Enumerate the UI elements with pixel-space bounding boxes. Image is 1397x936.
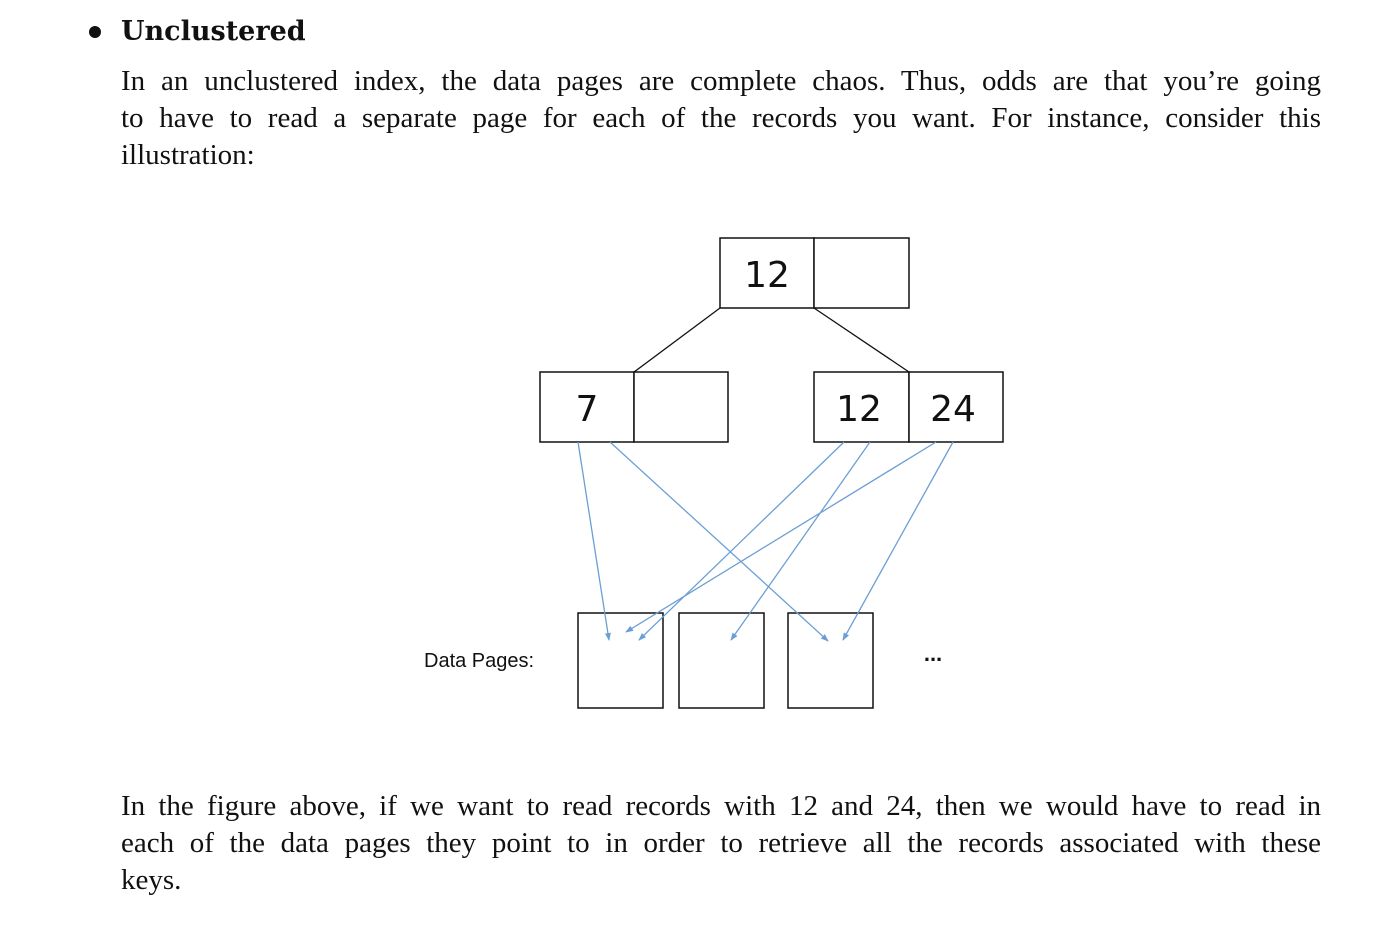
right-node-cell-2	[908, 371, 1004, 443]
outro-line-3: keys.	[121, 864, 182, 896]
right-node-cell-1	[813, 371, 910, 443]
left-node: 7	[539, 371, 729, 443]
data-pages-label: Data Pages:	[424, 650, 534, 672]
root-node-cell-1	[719, 237, 815, 309]
bullet-point	[89, 26, 101, 38]
data-page-2	[678, 612, 765, 709]
intro-paragraph: In an unclustered index, the data pages …	[121, 63, 1321, 174]
root-node: 12	[719, 237, 910, 309]
pointer-key24-to-page-3	[842, 441, 954, 641]
intro-line-3: illustration:	[121, 139, 255, 171]
pointer-key24-to-page-1	[625, 441, 937, 633]
record-pointers	[577, 441, 954, 642]
outro-line-2: each of the data pages they point to in …	[121, 827, 1321, 859]
pointer-key7-to-page-3	[609, 441, 829, 642]
root-node-cell-2	[813, 237, 910, 309]
outro-paragraph: In the figure above, if we want to read …	[121, 788, 1321, 899]
data-page-3	[787, 612, 874, 709]
pointer-key12-to-page-2	[730, 441, 871, 641]
right-node-key-2: 24	[930, 389, 976, 430]
pointer-key12-to-page-1	[638, 441, 845, 641]
left-node-cell-2	[633, 371, 729, 443]
right-node-key-1: 12	[836, 389, 882, 430]
more-pages-ellipsis: ...	[924, 641, 942, 666]
intro-line-1: In an unclustered index, the data pages …	[121, 65, 1321, 97]
data-pages	[577, 612, 874, 709]
left-node-key-1: 7	[576, 389, 599, 430]
right-node: 12 24	[813, 371, 1004, 443]
tree-edge-root-left	[633, 307, 721, 373]
data-page-1	[577, 612, 664, 709]
pointer-key7-to-page-1	[577, 441, 611, 641]
root-node-key-1: 12	[744, 255, 790, 296]
outro-line-1: In the figure above, if we want to read …	[121, 790, 1321, 822]
tree-edge-root-right	[813, 307, 910, 373]
intro-line-2: to have to read a separate page for each…	[121, 102, 1321, 134]
left-node-cell-1	[539, 371, 635, 443]
section-heading: Unclustered	[121, 16, 306, 47]
